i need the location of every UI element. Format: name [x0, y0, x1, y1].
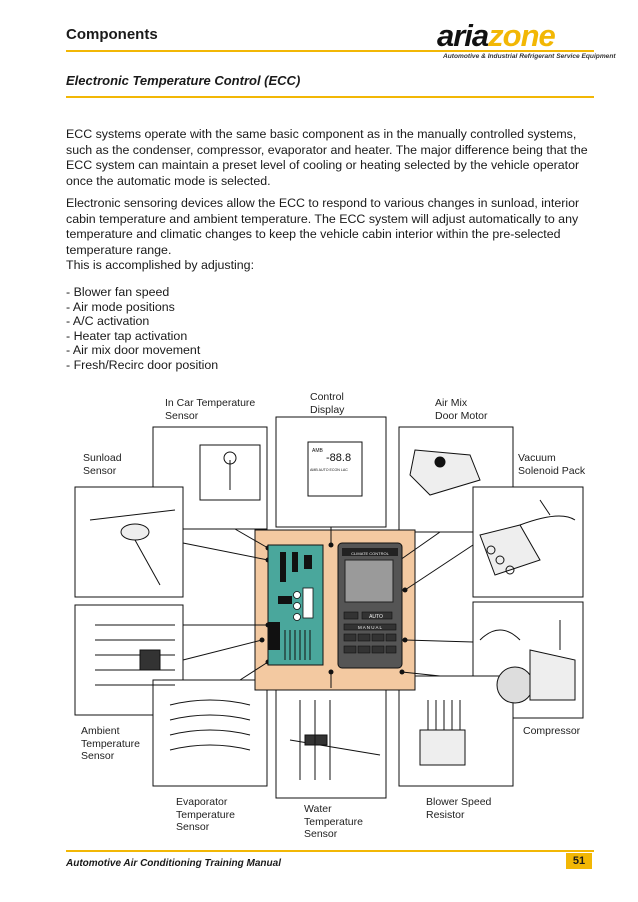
list-item: - A/C activation: [66, 314, 150, 328]
list-item: - Fresh/Recirc door position: [66, 357, 219, 372]
logo-zone-text: zone: [488, 18, 556, 53]
sunload-sensor-frame: [74, 486, 184, 598]
list-item: - Air mix door movement: [66, 343, 201, 357]
section-title: Components: [66, 26, 158, 43]
brand-logo: ariazone Automotive & Industrial Refrige…: [437, 18, 616, 60]
evaporator-sensor-frame: [152, 679, 268, 787]
adjusting-lead: This is accomplished by adjusting:: [66, 258, 255, 272]
connector-lines: [182, 527, 474, 688]
label-water-temperature-sensor: Water Temperature Sensor: [304, 803, 363, 840]
lcd-mode-text: AMB AUTO ECON LAC: [310, 468, 348, 472]
label-compressor: Compressor: [523, 725, 581, 737]
page-number: 51: [566, 853, 592, 869]
manual-button-label: M A N U A L: [358, 625, 383, 630]
page-subtitle: Electronic Temperature Control (ECC): [66, 73, 301, 88]
label-vacuum-solenoid-pack: Vacuum Solenoid Pack: [518, 452, 586, 477]
label-evaporator-temperature-sensor: Evaporator Temperature Sensor: [176, 796, 235, 833]
head-unit-title: CLIMATE CONTROL: [351, 551, 389, 556]
label-sunload-sensor: Sunload Sensor: [83, 452, 122, 477]
label-air-mix-door-motor: Air Mix Door Motor: [435, 397, 488, 422]
lcd-value: -88.8: [326, 452, 351, 464]
sensor-paragraph: Electronic sensoring devices allow the E…: [66, 196, 580, 257]
list-item: - Blower fan speed: [66, 285, 170, 299]
footer-manual-title: Automotive Air Conditioning Training Man…: [66, 858, 281, 869]
list-item: - Heater tap activation: [66, 328, 188, 343]
lcd-amb-label: AMB: [312, 448, 324, 454]
label-in-car-temperature-sensor: In Car Temperature Sensor: [165, 397, 256, 422]
list-item: - Air mode positions: [66, 299, 175, 314]
subtitle-rule: [66, 96, 594, 98]
label-blower-speed-resistor: Blower Speed Resistor: [426, 796, 492, 821]
lcd-display: [307, 441, 363, 497]
head-unit-screen: [344, 559, 394, 603]
auto-button-label: AUTO: [369, 614, 383, 620]
logo-tagline: Automotive & Industrial Refrigerant Serv…: [443, 53, 616, 60]
header-rule: [66, 50, 594, 52]
footer-rule: [66, 850, 594, 852]
intro-paragraph: ECC systems operate with the same basic …: [66, 127, 588, 188]
label-control-display: Control Display: [310, 391, 345, 416]
adjust-list: - Blower fan speed - Air mode positions …: [66, 285, 218, 372]
water-sensor-frame: [275, 687, 387, 799]
component-sketches: [89, 444, 576, 780]
label-ambient-temperature-sensor: Ambient Temperature Sensor: [81, 725, 140, 762]
logo-aria-text: aria: [437, 18, 489, 53]
